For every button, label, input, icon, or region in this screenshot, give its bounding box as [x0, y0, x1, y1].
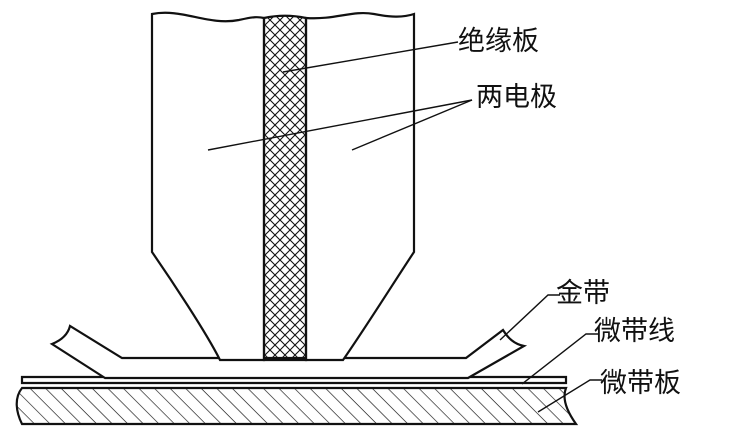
gold-ribbon: [49, 324, 528, 380]
label-two-electrodes: 两电极: [476, 82, 557, 113]
leader-gold-ribbon: [499, 294, 560, 341]
label-microstrip-line: 微带线: [594, 316, 675, 347]
left-electrode: [150, 11, 266, 362]
leader-microstrip-line: [521, 333, 598, 385]
right-electrode: [304, 12, 416, 362]
leader-right-electrode: [351, 99, 473, 151]
microstrip-board: [15, 386, 579, 426]
leader-microstrip-board: [537, 379, 602, 413]
label-gold-ribbon: 金带: [556, 278, 610, 309]
label-microstrip-board: 微带板: [600, 368, 681, 399]
insulating-plate: [262, 14, 308, 362]
leader-left-electrode: [207, 99, 473, 151]
label-insulating-plate: 绝缘板: [458, 26, 539, 57]
leader-insulating-plate: [282, 41, 459, 73]
